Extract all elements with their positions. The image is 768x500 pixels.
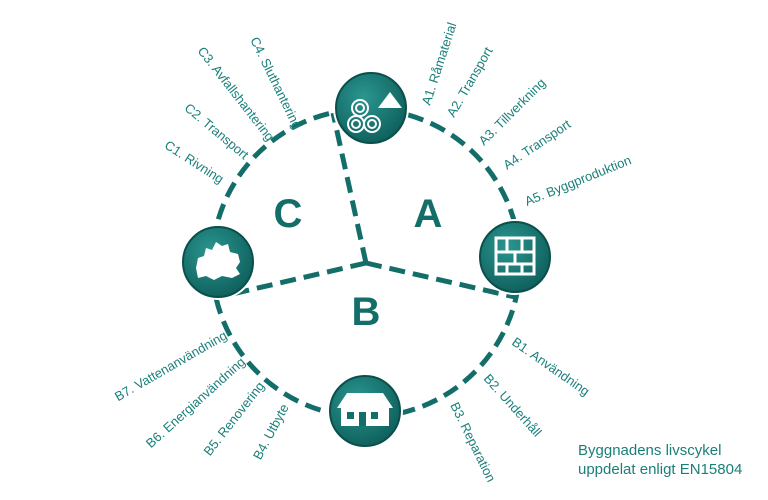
label-a5: A5. Byggproduktion bbox=[523, 152, 634, 208]
sector-dividers bbox=[218, 112, 516, 300]
label-a4: A4. Transport bbox=[500, 116, 573, 172]
sector-b-label: B bbox=[352, 290, 381, 334]
label-c1: C1. Rivning bbox=[162, 137, 227, 186]
labels-c: C1. Rivning C2. Transport C3. Avfallshan… bbox=[162, 34, 305, 186]
label-b1: B1. Användning bbox=[509, 334, 592, 399]
labels-a: A1. Råmaterial A2. Transport A3. Tillver… bbox=[419, 20, 634, 208]
divider-top bbox=[330, 112, 369, 264]
caption: Byggnadens livscykel uppdelat enligt EN1… bbox=[578, 442, 742, 478]
sector-a-label: A bbox=[414, 192, 443, 236]
sector-c-label: C bbox=[274, 192, 303, 236]
divider-right bbox=[365, 260, 516, 300]
label-b2: B2. Underhåll bbox=[481, 371, 545, 440]
divider-left bbox=[218, 260, 367, 300]
caption-line-2: uppdelat enligt EN15804 bbox=[578, 461, 742, 478]
raw-material-icon bbox=[333, 70, 409, 146]
label-b4: B4. Utbyte bbox=[250, 401, 292, 462]
caption-line-1: Byggnadens livscykel bbox=[578, 442, 721, 459]
building-frame-icon bbox=[477, 219, 553, 295]
landfill-icon bbox=[180, 224, 256, 300]
house-icon bbox=[327, 373, 403, 449]
label-b3: B3. Reparation bbox=[447, 400, 499, 485]
label-a2: A2. Transport bbox=[444, 44, 496, 119]
